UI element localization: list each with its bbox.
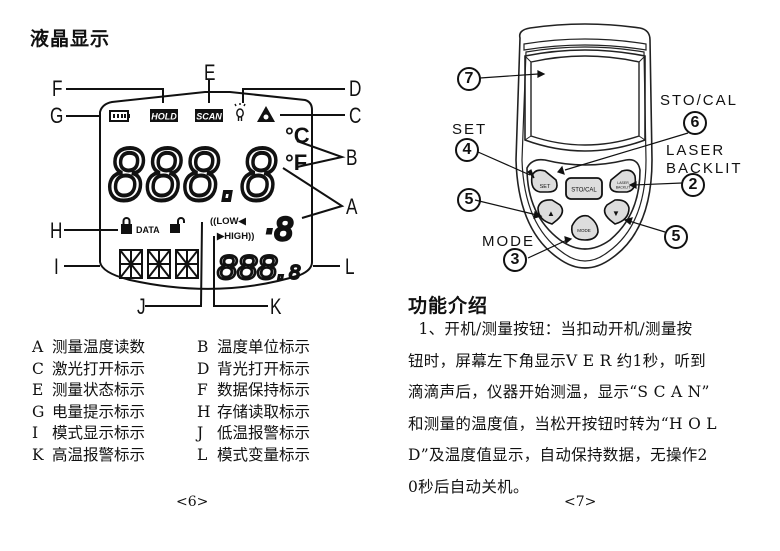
callout-number-4: 4	[455, 138, 479, 162]
screen	[530, 55, 640, 146]
sub-digits: 888.	[217, 249, 287, 287]
mode-segments	[119, 249, 199, 279]
paragraph-line: 钮时，屏幕左下角显示V E R 约1秒，听到	[408, 351, 706, 370]
svg-text:SET: SET	[540, 184, 551, 190]
label-mode: MODE	[482, 233, 535, 250]
battery-icon	[109, 110, 130, 122]
lcd-frame	[99, 91, 313, 290]
high-alarm-label: ▶HIGH))	[216, 231, 254, 242]
paragraph-line: 和测量的温度值，当松开按钮时转为“H O L	[408, 414, 717, 433]
mode-button: MODE	[570, 214, 599, 241]
callout-number-3: 3	[503, 248, 527, 272]
callout-i: I	[54, 254, 59, 279]
keypad-frame	[526, 158, 641, 250]
page-title-lcd: 液晶显示	[30, 28, 111, 50]
data-label: DATA	[136, 225, 160, 235]
callout-lines	[64, 80, 346, 307]
page-number-left: <6>	[176, 494, 209, 510]
unit-celsius: °C	[285, 123, 310, 148]
sub-digit-small: 8	[289, 262, 300, 284]
scan-badge-bg	[195, 109, 223, 122]
hold-badge-bg	[150, 109, 178, 122]
device-diagram: SET STO/CAL LASER BACKLIT ▲ ▼ MODE	[474, 23, 689, 269]
scan-badge: SCAN	[196, 112, 222, 122]
callout-e: E	[204, 60, 216, 85]
small-digit: ·8	[264, 211, 293, 247]
callout-l: L	[345, 254, 355, 279]
paragraph-line: 0秒后自动关机。	[408, 477, 529, 496]
function-description: 1、开机/测量按钮：当扣动开机/测量按 钮时，屏幕左下角显示V E R 约1秒，…	[408, 314, 717, 503]
up-button: ▲	[537, 199, 564, 225]
label-set: SET	[452, 121, 488, 138]
callout-b: B	[346, 145, 358, 170]
label-sto-cal: STO/CAL	[660, 92, 738, 109]
lcd-diagram: HOLD SCAN 888.8 °C °F ·8 DATA ((LOW◀ ▶HI…	[64, 80, 346, 307]
svg-text:STO/CAL: STO/CAL	[571, 188, 597, 194]
paragraph-line: 1、开机/测量按钮：当扣动开机/测量按	[408, 320, 693, 338]
paragraph-line: D”及温度值显示，自动保持数据，无操作2	[408, 446, 708, 464]
callout-d: D	[349, 76, 362, 101]
callout-number-5-right: 5	[664, 225, 688, 249]
down-button: ▼	[603, 199, 630, 225]
page-number-right: <7>	[564, 494, 597, 510]
svg-text:LASER: LASER	[617, 181, 629, 185]
bulb-icon	[234, 103, 246, 121]
hold-badge: HOLD	[151, 112, 177, 122]
svg-text:BACKLIT: BACKLIT	[616, 186, 631, 190]
laser-backlit-button: LASER BACKLIT	[609, 169, 637, 193]
callout-number-2: 2	[681, 173, 705, 197]
unlock-icon	[170, 217, 185, 233]
laser-triangle-icon	[257, 106, 275, 122]
callout-number-7: 7	[457, 67, 481, 91]
svg-text:▼: ▼	[612, 209, 620, 218]
label-laser: LASER	[666, 142, 726, 159]
unit-fahrenheit: °F	[285, 150, 307, 175]
callout-g: G	[50, 103, 64, 128]
callout-h: H	[50, 218, 63, 243]
set-button: SET	[530, 169, 558, 193]
sto-cal-button: STO/CAL	[565, 177, 603, 200]
section-title-functions: 功能介绍	[408, 295, 489, 317]
device-body-outline	[515, 23, 653, 269]
main-digits: 888.8	[108, 133, 278, 216]
callout-k: K	[270, 294, 282, 319]
callout-f: F	[52, 76, 63, 101]
callout-j: J	[137, 294, 146, 319]
callout-number-5-left: 5	[457, 188, 481, 212]
label-backlit: BACKLIT	[666, 160, 743, 177]
svg-text:▲: ▲	[547, 209, 555, 218]
callout-c: C	[349, 103, 362, 128]
svg-text:MODE: MODE	[577, 228, 591, 233]
callout-number-6: 6	[683, 111, 707, 135]
paragraph-line: 滴滴声后，仪器开始测温，显示“S C A N”	[408, 383, 710, 401]
low-alarm-label: ((LOW◀	[210, 216, 246, 227]
lock-icon	[121, 217, 132, 234]
callout-a: A	[346, 194, 358, 219]
